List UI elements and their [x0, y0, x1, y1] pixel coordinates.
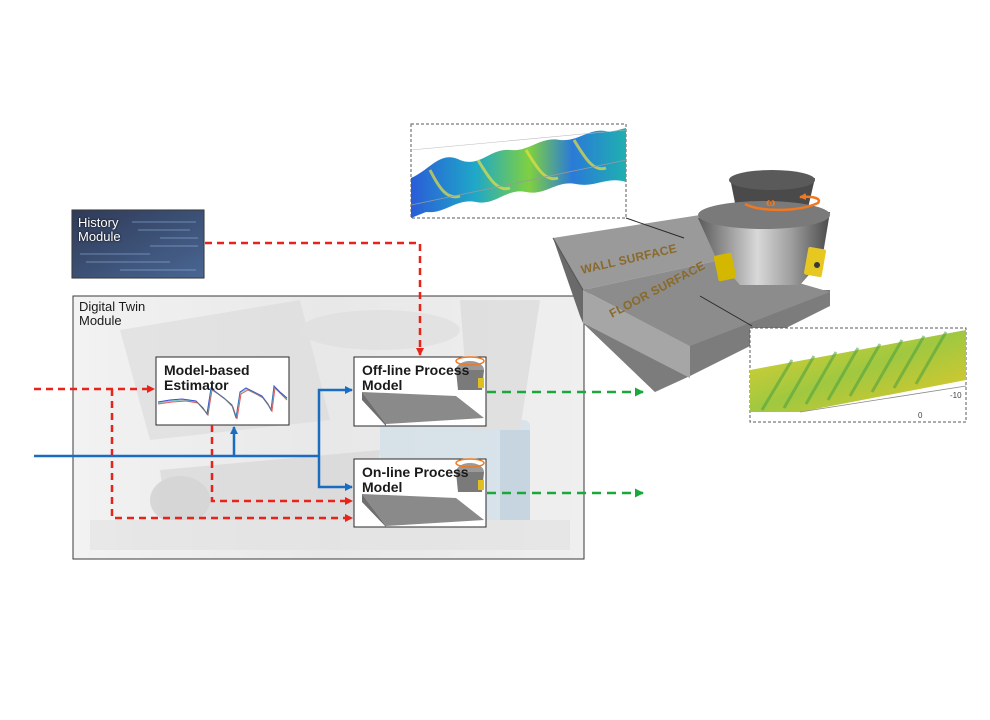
- history-code-texture: [80, 221, 198, 271]
- omega-symbol: ω: [766, 194, 776, 209]
- floor-plot-pointer-line: [699, 295, 753, 327]
- history-module-label: History Module: [78, 215, 121, 245]
- history-to-offline-connector: [205, 241, 424, 356]
- estimator-box: [155, 356, 290, 426]
- input-to-offline-connector: [317, 386, 353, 456]
- rotation-arrow-icon: ω: [744, 193, 821, 212]
- digital-twin-module: [72, 295, 585, 560]
- floor-plot-tick-neg10: -10: [950, 391, 962, 400]
- input-to-online-connector: [317, 456, 353, 491]
- offline-model-box: [353, 356, 487, 427]
- online-model-label: On-line Process Model: [362, 464, 469, 496]
- workpiece-wall-face: [553, 215, 720, 290]
- milling-cutter-icon: [698, 170, 830, 285]
- digital-twin-module-label: Digital Twin Module: [79, 299, 146, 329]
- floor-plot-tick-zero: 0: [918, 411, 923, 420]
- workpiece-step-face: [583, 290, 690, 378]
- estimator-label: Model-based Estimator: [164, 362, 250, 394]
- history-module: [71, 209, 205, 279]
- online-model-image: [362, 458, 485, 527]
- online-model-box: [353, 458, 487, 528]
- estimator-signal-plot: [157, 384, 288, 420]
- wall-surface-plot: [410, 123, 627, 219]
- red-dashed-flows: [34, 241, 424, 522]
- offline-model-label: Off-line Process Model: [362, 362, 470, 394]
- floor-surface-plot: 0 -10: [749, 327, 967, 423]
- wall-plot-pointer-line: [625, 217, 685, 239]
- green-dashed-outputs: [487, 387, 644, 498]
- estimator-feedback-loop-connector: [110, 389, 353, 522]
- blue-solid-flows: [34, 386, 353, 491]
- offline-model-image: [362, 356, 485, 426]
- estimator-to-online-connector: [210, 425, 353, 505]
